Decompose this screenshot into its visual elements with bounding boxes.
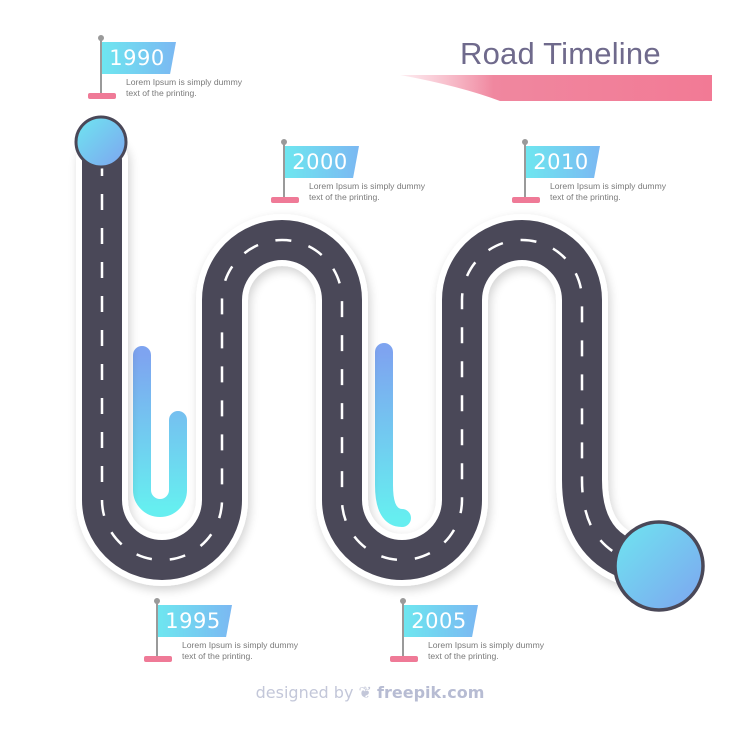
flag-base xyxy=(271,197,299,203)
start-circle xyxy=(74,115,128,169)
title-underline xyxy=(400,75,712,101)
milestone-year: 2005 xyxy=(411,609,467,633)
flag-base xyxy=(88,93,116,99)
milestone-2010: 2010 Lorem Ipsum is simply dummy text of… xyxy=(512,139,690,222)
milestone-1990: 1990 Lorem Ipsum is simply dummy text of… xyxy=(88,35,266,118)
road-dashes xyxy=(100,160,661,568)
flag-icon xyxy=(158,605,232,637)
milestone-2000: 2000 Lorem Ipsum is simply dummy text of… xyxy=(271,139,449,222)
pole-cap xyxy=(522,139,528,145)
flag-icon xyxy=(102,42,176,74)
gradient-bars xyxy=(133,307,551,527)
milestone-year: 1995 xyxy=(165,609,221,633)
milestone-year: 1990 xyxy=(109,46,165,70)
milestone-description: Lorem Ipsum is simply dummy text of the … xyxy=(428,640,545,661)
pole-cap xyxy=(154,598,160,604)
milestone-1995: 1995 Lorem Ipsum is simply dummy text of… xyxy=(144,598,322,681)
flag-icon xyxy=(285,146,359,178)
milestone-2005: 2005 Lorem Ipsum is simply dummy text of… xyxy=(390,598,568,681)
credit-prefix: designed by xyxy=(255,683,354,702)
flag-icon xyxy=(404,605,478,637)
credit-brand: freepik.com xyxy=(377,683,485,702)
page-title: Road Timeline xyxy=(460,36,661,71)
flag-icon xyxy=(526,146,600,178)
flag-base xyxy=(144,656,172,662)
flag-pole xyxy=(100,38,102,96)
bar-1 xyxy=(133,346,187,517)
pole-cap xyxy=(400,598,406,604)
pole-cap xyxy=(281,139,287,145)
flag-pole xyxy=(402,601,404,659)
flag-base xyxy=(390,656,418,662)
milestone-year: 2000 xyxy=(292,150,348,174)
milestone-description: Lorem Ipsum is simply dummy text of the … xyxy=(309,181,426,202)
milestone-description: Lorem Ipsum is simply dummy text of the … xyxy=(550,181,667,202)
freepik-logo-icon: ❦ xyxy=(358,683,372,702)
credit-watermark: designed by ❦ freepik.com xyxy=(0,683,740,702)
milestone-description: Lorem Ipsum is simply dummy text of the … xyxy=(126,77,243,98)
flag-pole xyxy=(156,601,158,659)
flag-pole xyxy=(524,142,526,200)
bar-2 xyxy=(375,343,411,527)
milestone-description: Lorem Ipsum is simply dummy text of the … xyxy=(182,640,299,661)
milestone-year: 2010 xyxy=(533,150,589,174)
flag-pole xyxy=(283,142,285,200)
pole-cap xyxy=(98,35,104,41)
flag-base xyxy=(512,197,540,203)
end-circle xyxy=(613,520,705,612)
